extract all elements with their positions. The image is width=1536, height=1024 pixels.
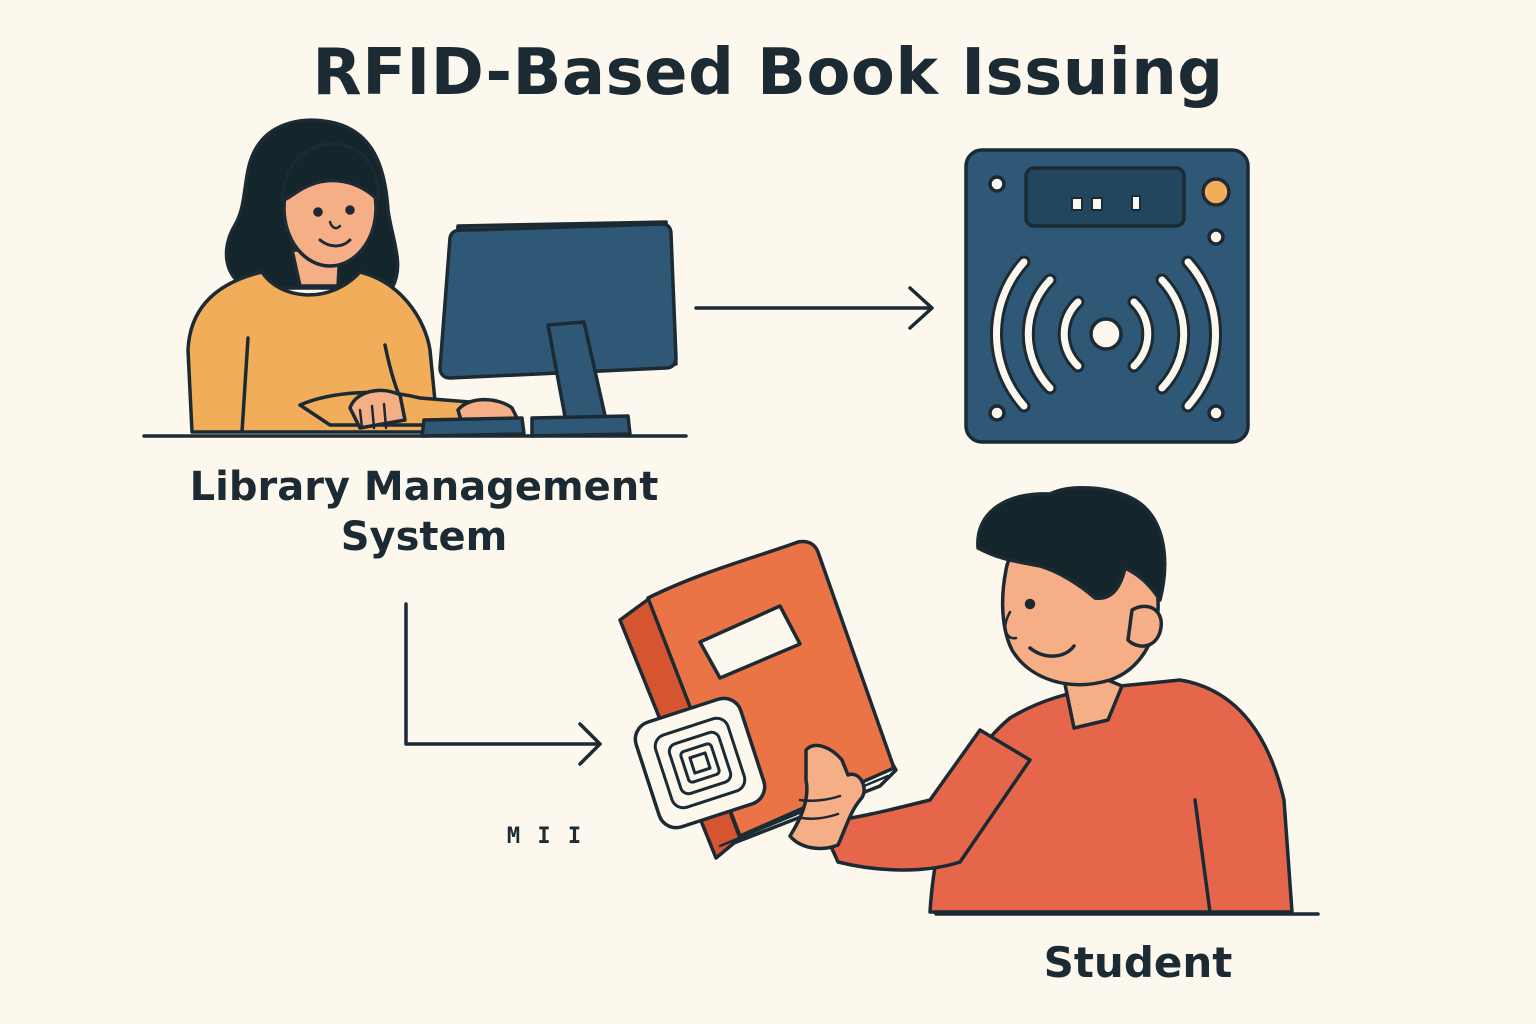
student-hand-icon [788,743,866,851]
computer-monitor-icon [420,220,678,438]
arrow-system-to-reader [694,286,934,330]
student-icon [818,486,1294,914]
rfid-reader-icon [964,148,1250,444]
librarian-icon [186,118,520,434]
stray-mark-text: M I I [506,824,584,849]
library-management-system-label: Library Management System [134,462,714,562]
library-management-system-label-line1: Library Management [189,464,659,510]
student-label: Student [1043,938,1233,987]
library-management-system-label-line2: System [340,514,508,560]
rfid-tag-icon [633,696,767,830]
arrow-system-to-book [404,602,602,766]
diagram-title: RFID-Based Book Issuing [312,36,1224,110]
